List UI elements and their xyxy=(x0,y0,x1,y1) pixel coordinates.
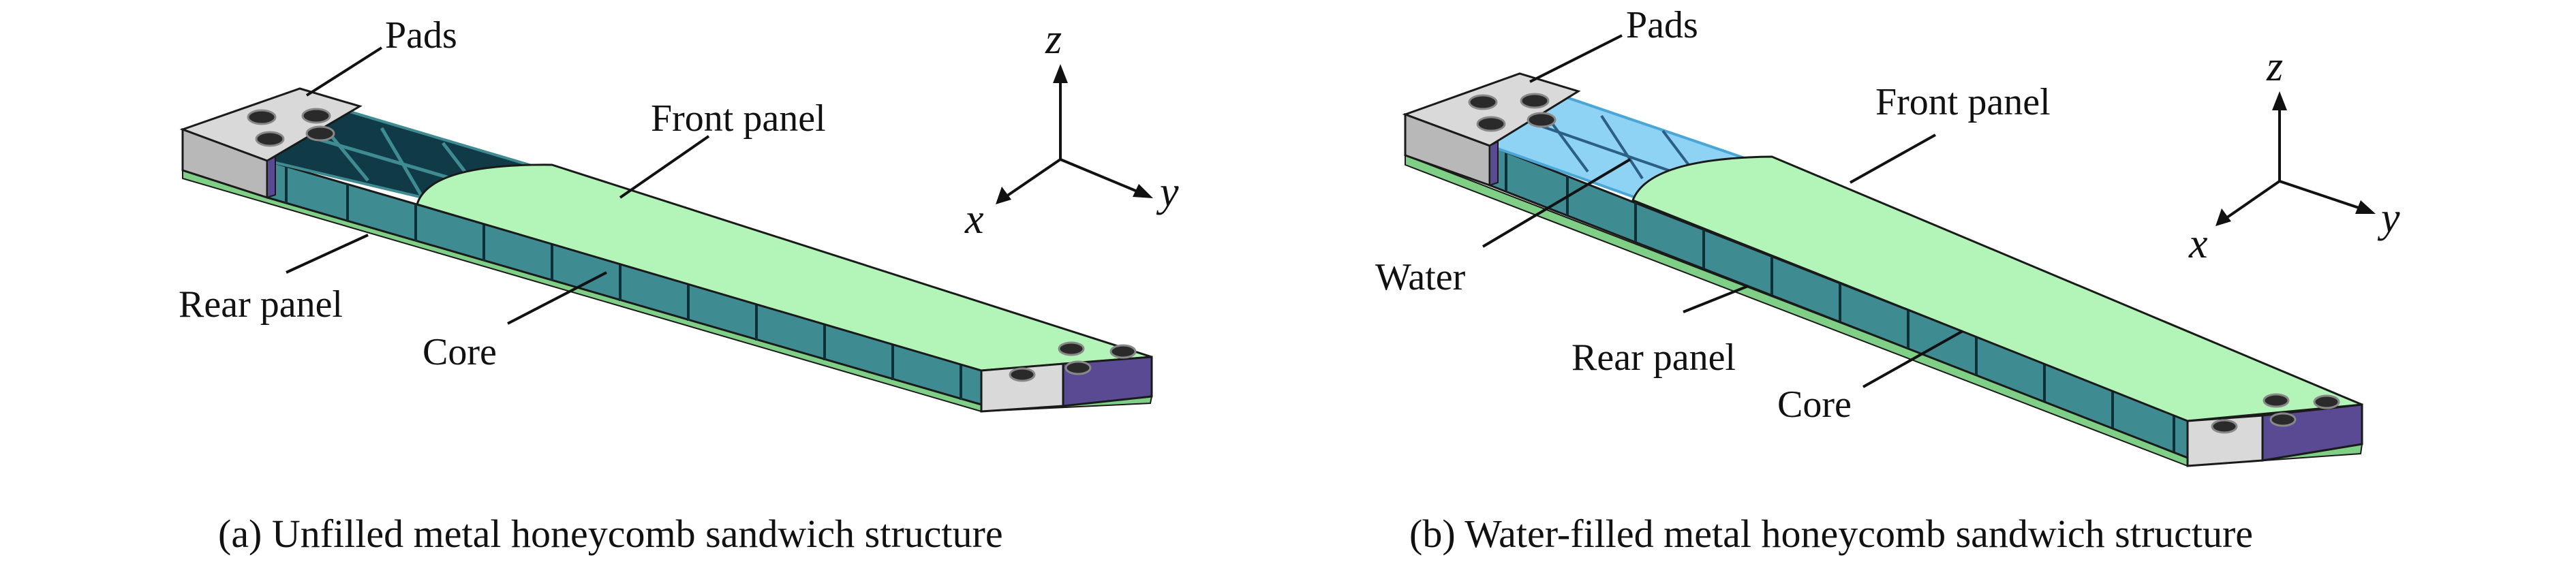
core-label-b: Core xyxy=(1777,383,1852,426)
axes-a xyxy=(996,64,1153,204)
z-axis-label-a: z xyxy=(1045,16,1062,63)
core-leader-a xyxy=(507,271,607,325)
caption-b: (b) Water-filled metal honeycomb sandwic… xyxy=(1409,512,2253,556)
y-axis-b xyxy=(2279,180,2365,211)
pads-leader-a xyxy=(305,46,383,97)
y-arrowhead-b xyxy=(2355,200,2376,214)
y-axis-label-a: y xyxy=(1156,169,1179,215)
water-label-b: Water xyxy=(1375,256,1466,298)
front-panel-leader-a xyxy=(619,135,710,199)
rear-panel-label-a: Rear panel xyxy=(179,283,343,326)
pad-end-left-b xyxy=(1489,140,1499,187)
front-panel-label-a: Front panel xyxy=(651,97,826,140)
x-axis-a xyxy=(1003,158,1062,199)
x-arrowhead-b xyxy=(2215,208,2231,226)
pad-holes-left-a xyxy=(247,108,335,147)
axes-b xyxy=(2215,91,2376,226)
pad-end-left-a xyxy=(266,155,276,199)
z-axis-label-b: z xyxy=(2266,44,2283,90)
front-panel-leader-b xyxy=(1850,134,1936,184)
z-arrowhead-a xyxy=(1053,64,1068,83)
y-axis-label-b: y xyxy=(2377,195,2400,241)
rear-panel-leader-a xyxy=(286,234,369,274)
core-leader-b xyxy=(1862,330,1963,388)
pad-holes-left-b xyxy=(1468,93,1557,132)
beam-b xyxy=(1402,72,2363,467)
water-leader-b xyxy=(1482,158,1631,248)
x-axis-label-b: x xyxy=(2188,221,2208,267)
rear-panel-leader-b xyxy=(1683,285,1749,313)
pad-holes-right-b xyxy=(2211,393,2340,434)
front-panel-a xyxy=(416,163,1152,372)
panel-a: Pads Front panel Rear panel Core z y x (… xyxy=(179,14,1179,556)
y-axis-a xyxy=(1060,158,1143,195)
beam-a xyxy=(179,87,1153,413)
rear-panel-label-b: Rear panel xyxy=(1571,336,1736,379)
core-label-a: Core xyxy=(423,331,497,373)
z-arrowhead-b xyxy=(2272,91,2287,110)
pads-label-a: Pads xyxy=(385,14,457,57)
y-arrowhead-a xyxy=(1133,184,1153,198)
panel-b: Pads Front panel Water Rear panel Core z… xyxy=(1375,4,2400,556)
x-axis-b xyxy=(2223,180,2281,221)
caption-a: (a) Unfilled metal honeycomb sandwich st… xyxy=(218,512,1003,556)
pad-holes-right-a xyxy=(1009,341,1137,382)
x-axis-label-a: x xyxy=(964,196,984,242)
x-arrowhead-a xyxy=(996,187,1011,204)
pads-label-b: Pads xyxy=(1626,4,1698,46)
front-panel-b xyxy=(1631,155,2363,422)
core-cell-walls-a xyxy=(285,166,962,400)
core-cell-walls-b xyxy=(1505,151,2175,452)
pads-leader-b xyxy=(1529,34,1623,83)
front-panel-label-b: Front panel xyxy=(1875,81,2051,123)
